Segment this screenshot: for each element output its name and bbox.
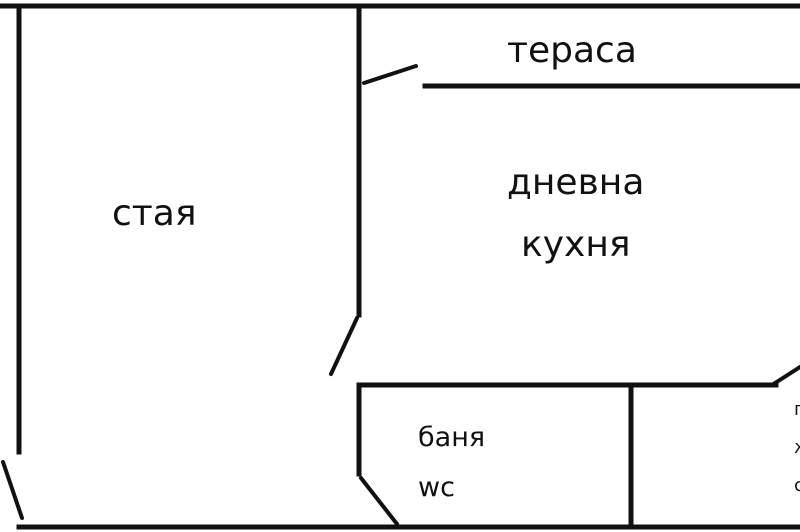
room-label-kitchen: кухня xyxy=(521,224,631,265)
bathroom-door xyxy=(359,476,399,526)
room-label-terrace: тераса xyxy=(507,30,637,71)
bedroom-door xyxy=(329,316,359,376)
room-label-bathroom: баня xyxy=(418,422,485,453)
right-room-door xyxy=(770,365,800,387)
edge-glyph: п xyxy=(794,399,800,420)
walls xyxy=(0,3,800,530)
room-label-bedroom: стая xyxy=(112,193,196,234)
terrace-door xyxy=(362,64,418,85)
doors xyxy=(1,64,800,526)
edge-glyph: ж xyxy=(794,437,800,458)
room-label-wc: wc xyxy=(418,472,455,503)
edge-glyph: с xyxy=(794,475,800,496)
room-label-living-room: дневна xyxy=(507,162,644,203)
left-door xyxy=(1,460,24,520)
cropped-edge-label: п ж с xyxy=(794,399,800,496)
